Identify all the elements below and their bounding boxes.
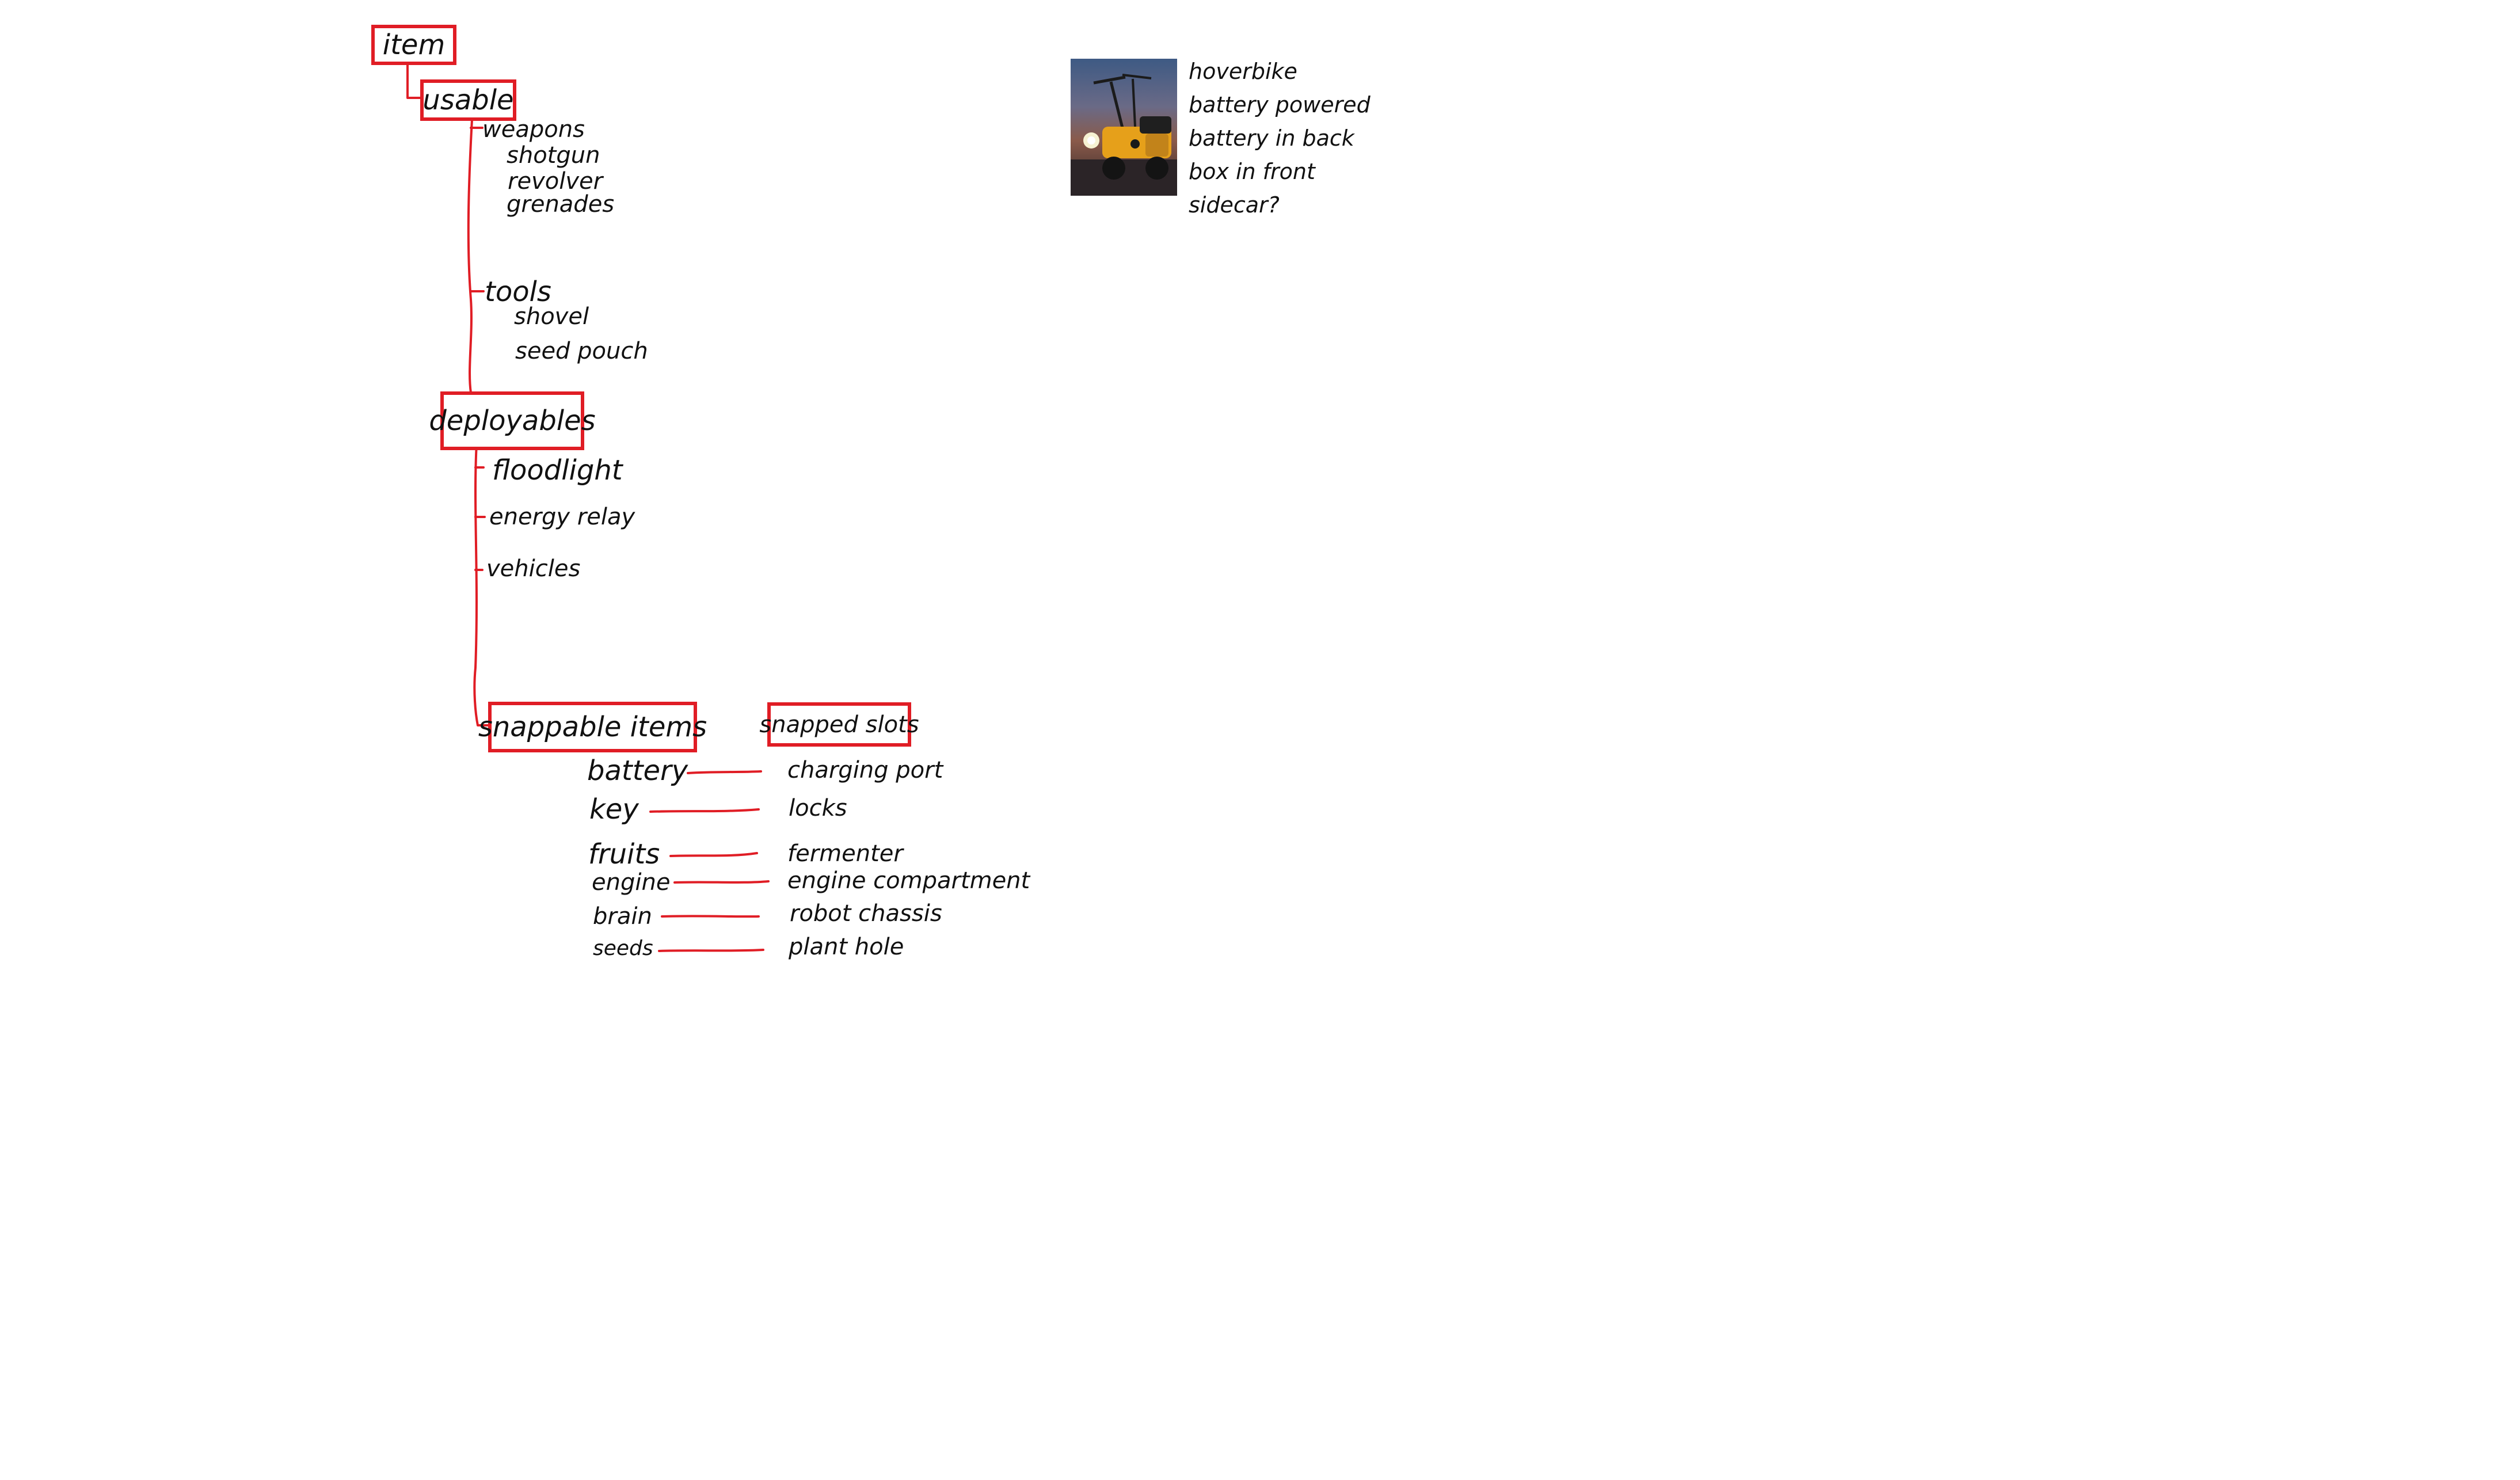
link-battery	[687, 770, 762, 774]
tool-item: seed pouch	[515, 338, 648, 364]
weapons-label: weapons	[482, 116, 585, 143]
snappable-items-node: snappable items	[478, 702, 707, 752]
connector-trunk-upper	[467, 119, 473, 394]
item-node-label: item	[382, 29, 446, 61]
link-seeds	[658, 949, 764, 952]
link-engine	[673, 880, 770, 884]
note-line: hoverbike	[1189, 59, 1297, 84]
deployable-item: vehicles	[486, 556, 581, 582]
hoverbike-note: hoverbike battery powered battery in bac…	[1189, 55, 1371, 222]
snappable-item: fruits	[588, 838, 660, 870]
note-line: sidecar?	[1189, 192, 1280, 218]
snapped-slot: locks	[789, 795, 847, 821]
snapped-slot: charging port	[787, 757, 943, 783]
snapped-slots-label: snapped slots	[759, 711, 919, 738]
link-fruits	[669, 852, 758, 857]
note-line: battery powered	[1189, 92, 1371, 117]
snappable-item: key	[589, 793, 639, 825]
note-line: battery in back	[1189, 125, 1354, 151]
connector-item-usable	[406, 63, 422, 99]
hoverbike-photo	[1071, 59, 1177, 196]
connector-trunk-lower	[473, 442, 490, 726]
snapped-slot: robot chassis	[790, 900, 942, 927]
snappable-item: battery	[587, 755, 688, 787]
snappable-items-label: snappable items	[478, 711, 707, 743]
weapon-item: revolver	[508, 168, 603, 195]
weapon-item: shotgun	[507, 142, 600, 169]
item-node: item	[371, 25, 456, 65]
tools-label: tools	[485, 276, 551, 308]
link-key	[649, 808, 760, 813]
note-line: box in front	[1189, 159, 1315, 184]
snappable-item: seeds	[593, 937, 653, 960]
usable-node: usable	[420, 79, 516, 121]
snappable-item: engine	[592, 869, 671, 896]
deployables-node-label: deployables	[429, 405, 596, 437]
snapped-slots-node: snapped slots	[759, 702, 919, 747]
hoverbike-illustration	[1071, 74, 1177, 196]
usable-node-label: usable	[422, 84, 514, 116]
snapped-slot: fermenter	[787, 840, 903, 867]
snapped-slot: plant hole	[789, 934, 904, 960]
snappable-item: brain	[593, 903, 652, 930]
deployable-item: floodlight	[492, 454, 623, 486]
snapped-slot: engine compartment	[787, 868, 1030, 894]
deployable-item: energy relay	[489, 504, 635, 530]
tool-item: shovel	[514, 303, 589, 330]
weapon-item: grenades	[507, 191, 615, 218]
deployables-node: deployables	[429, 391, 596, 450]
